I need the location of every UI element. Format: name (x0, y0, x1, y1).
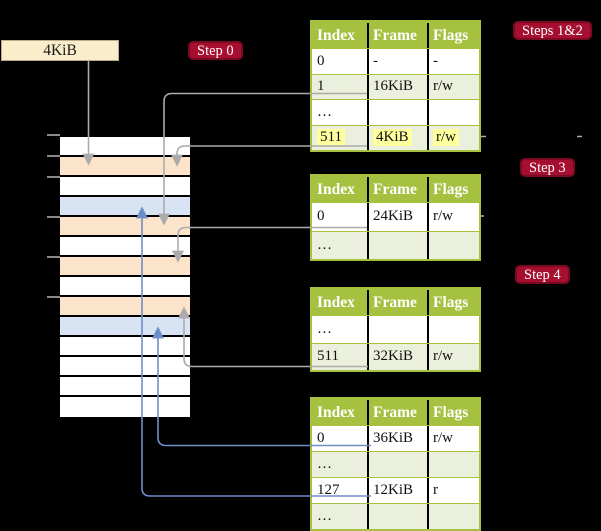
page-table-1: Index Frame Flags 0 - - 1 16KiB r/w … 51… (310, 20, 481, 152)
table-row: 0 - - (312, 48, 479, 74)
memory-tick (47, 134, 60, 136)
column-header-flags: Flags (427, 400, 479, 425)
step-0-badge: Step 0 (188, 41, 243, 60)
memory-row (60, 377, 190, 397)
memory-row (60, 357, 190, 377)
physical-memory-column (60, 137, 190, 417)
memory-tick (47, 256, 60, 258)
memory-row (60, 317, 190, 337)
column-header-frame: Frame (367, 400, 427, 425)
column-header-flags: Flags (427, 177, 479, 202)
table-row: 0 24KiB r/w (312, 202, 479, 231)
memory-row (60, 157, 190, 177)
table-row: 1 16KiB r/w (312, 73, 479, 99)
table-header: Index Frame Flags (312, 176, 479, 202)
step-3-badge: Step 3 (520, 158, 575, 177)
memory-tick (47, 296, 60, 298)
step-4-badge: Step 4 (515, 265, 570, 284)
table-row-highlighted: 511 4KiB r/w (312, 124, 479, 150)
column-header-index: Index (317, 293, 355, 311)
column-header-frame: Frame (367, 177, 427, 202)
memory-row (60, 397, 190, 417)
table-row: … (312, 315, 479, 343)
column-header-index: Index (317, 26, 355, 44)
memory-tick (47, 176, 60, 178)
memory-row (60, 277, 190, 297)
table-row: … (312, 503, 479, 529)
column-header-index: Index (317, 180, 355, 198)
column-header-frame: Frame (367, 290, 427, 315)
page-table-4: Index Frame Flags 0 36KiB r/w … 127 12Ki… (310, 397, 481, 531)
table-row: … (312, 451, 479, 477)
memory-row (60, 217, 190, 237)
memory-tick (47, 216, 60, 218)
memory-row (60, 197, 190, 217)
memory-row (60, 137, 190, 157)
table-row: … (312, 230, 479, 259)
steps-1-2-badge: Steps 1&2 (513, 21, 592, 40)
table-row: 511 32KiB r/w (312, 342, 479, 370)
table-row: … (312, 99, 479, 125)
column-header-frame: Frame (367, 23, 427, 48)
memory-row (60, 297, 190, 317)
page-table-2: Index Frame Flags 0 24KiB r/w … (310, 174, 481, 261)
table-row: 127 12KiB r (312, 477, 479, 503)
memory-row (60, 337, 190, 357)
memory-row (60, 177, 190, 197)
frame-address-box: 4KiB (1, 40, 119, 61)
frame-address-label: 4KiB (43, 41, 77, 59)
table-row: 0 36KiB r/w (312, 425, 479, 451)
table-header: Index Frame Flags (312, 289, 479, 315)
table-header: Index Frame Flags (312, 22, 479, 48)
table-header: Index Frame Flags (312, 399, 479, 425)
memory-row (60, 237, 190, 257)
page-table-3: Index Frame Flags … 511 32KiB r/w (310, 287, 481, 372)
column-header-index: Index (317, 403, 355, 421)
column-header-flags: Flags (427, 23, 479, 48)
memory-row (60, 257, 190, 277)
memory-tick (47, 155, 60, 157)
column-header-flags: Flags (427, 290, 479, 315)
